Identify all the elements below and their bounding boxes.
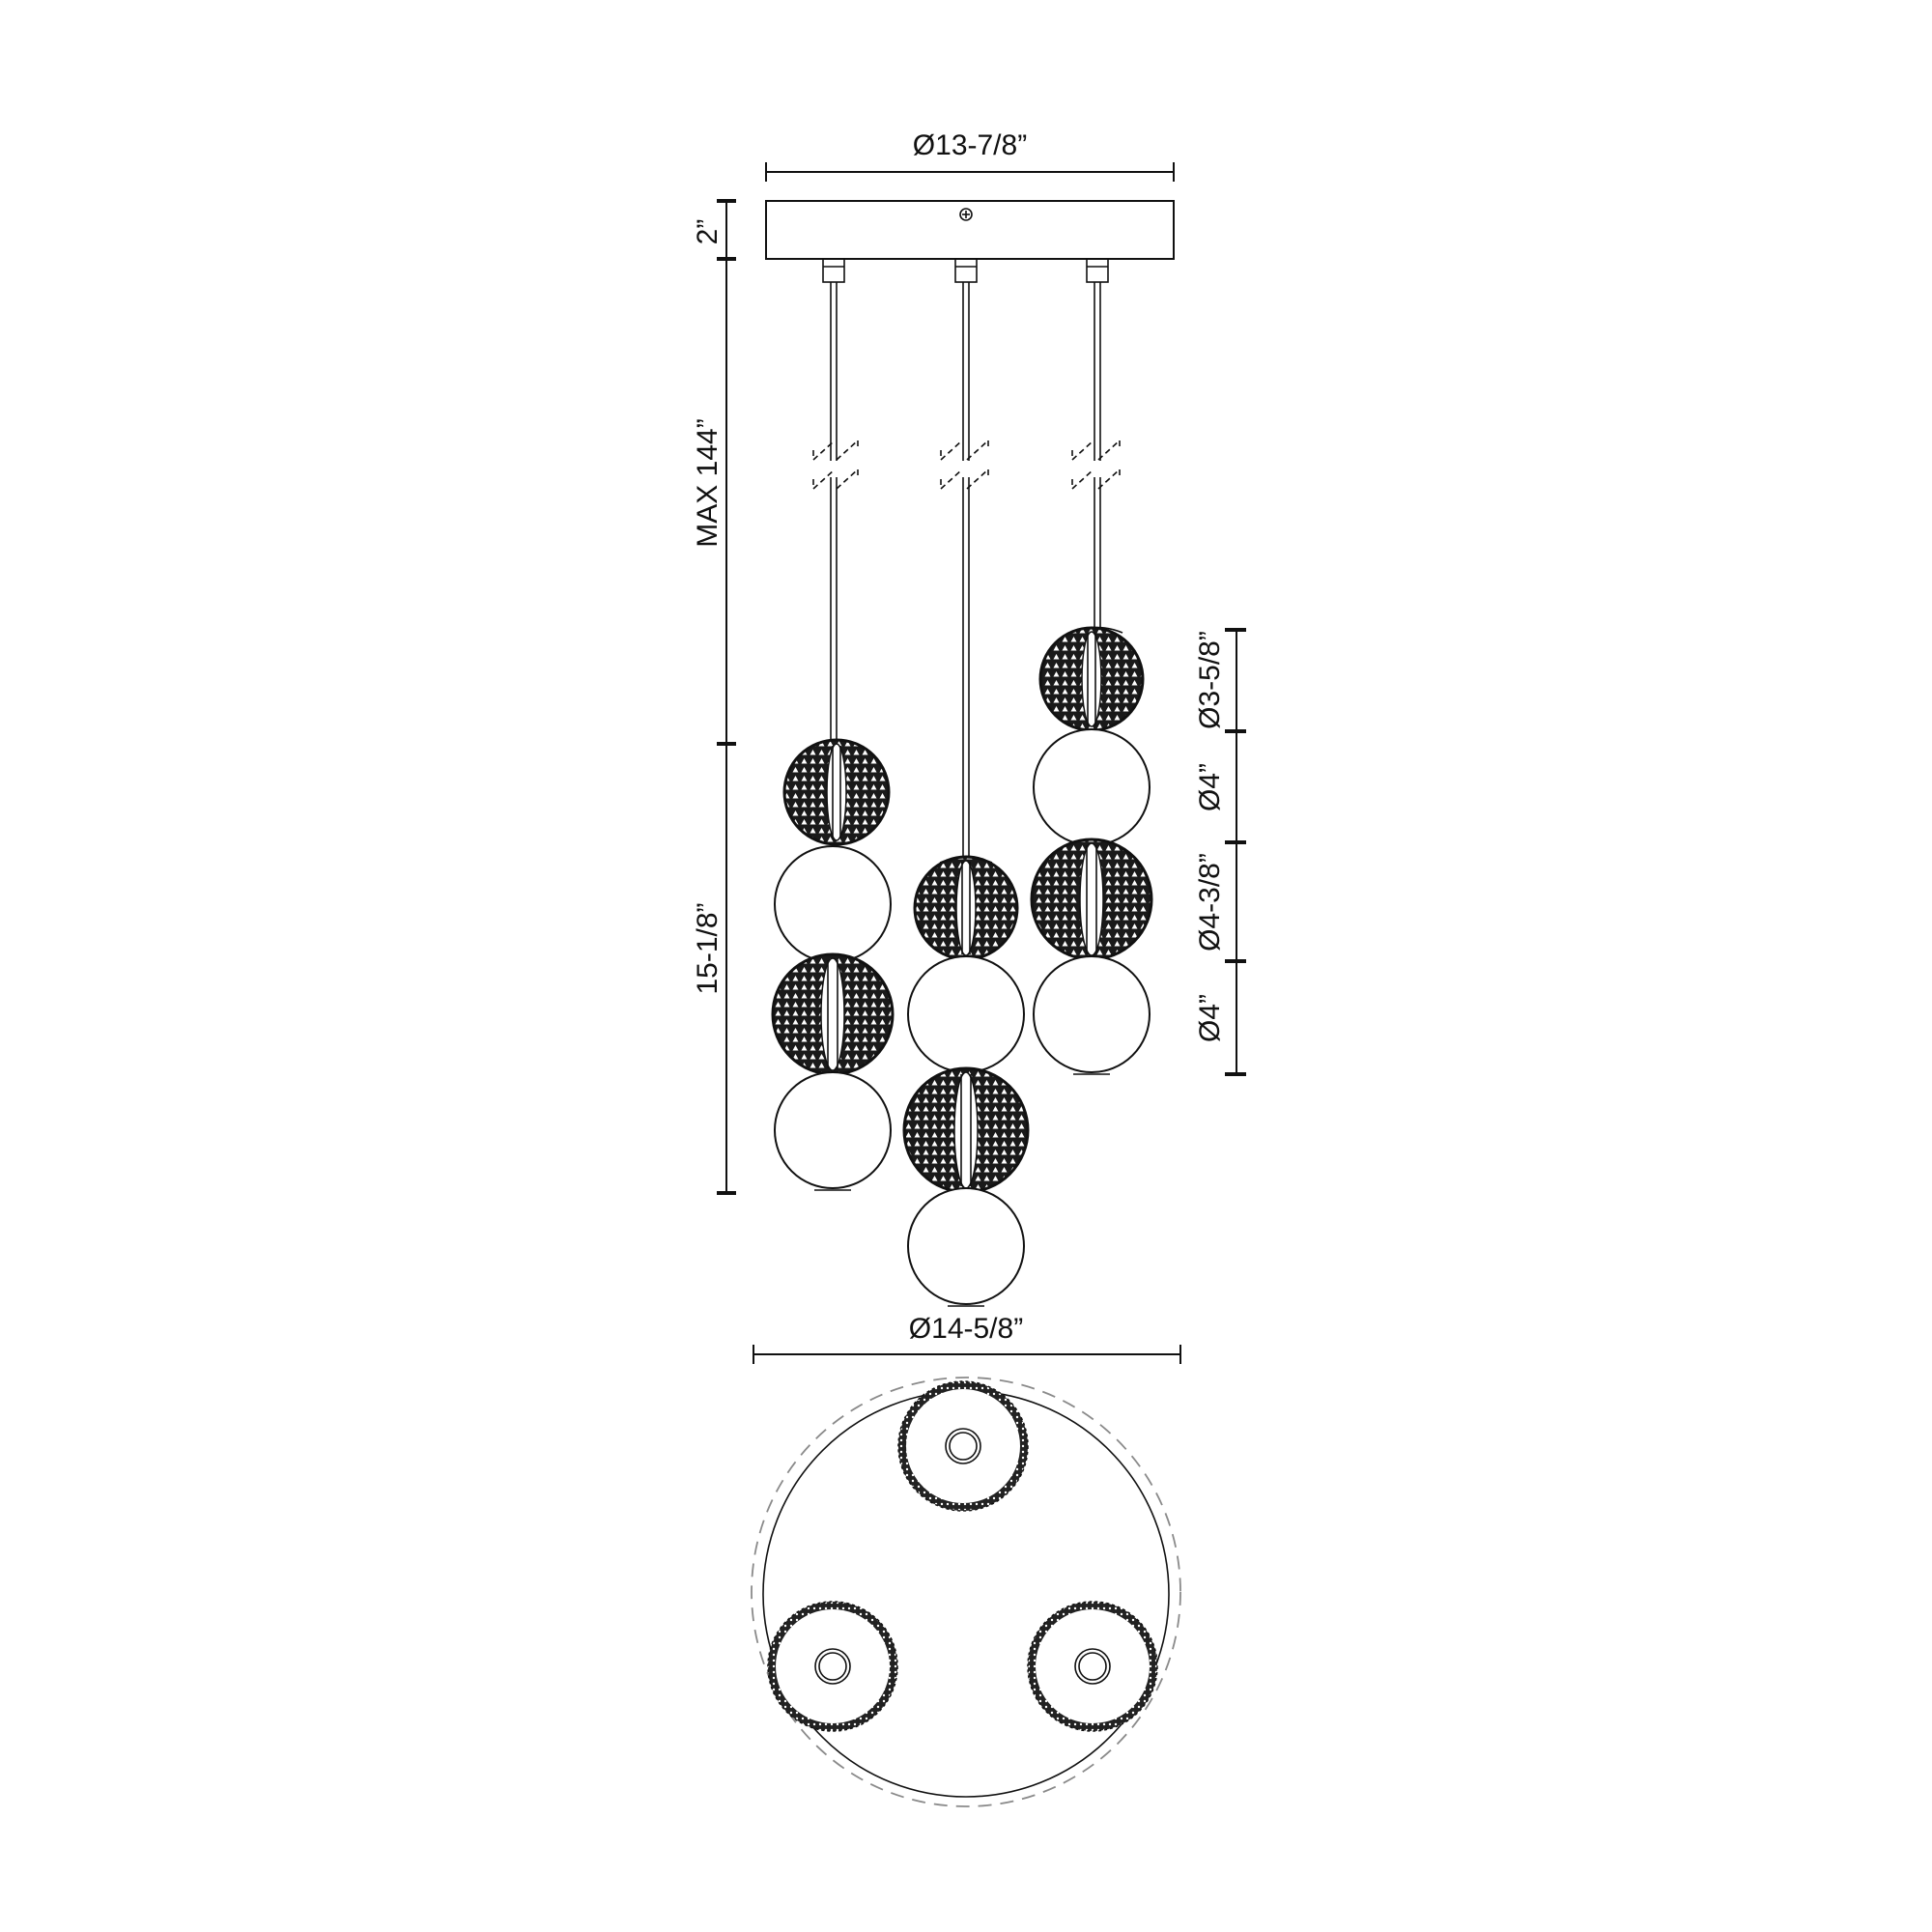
globe-1-diameter-label: Ø3-5/8” xyxy=(1194,631,1226,729)
cable-break-icon xyxy=(812,440,859,490)
cable-left xyxy=(812,282,859,744)
plain-globe xyxy=(1033,955,1151,1073)
overall-footprint-outline xyxy=(751,1377,1181,1807)
pendant-right xyxy=(1030,626,1153,1075)
plan-globe-bottom-left xyxy=(767,1601,898,1732)
canopy-screw-icon xyxy=(959,208,973,221)
max-cable-length-label: MAX 144” xyxy=(692,418,724,547)
canopy-height-label: 2” xyxy=(692,219,724,245)
canopy-diameter-label: Ø13-7/8” xyxy=(913,129,1027,161)
cable-right xyxy=(1071,282,1121,628)
cable-connector-center xyxy=(954,258,978,283)
globe-3-diameter-label: Ø4-3/8” xyxy=(1194,853,1226,952)
pendant-left xyxy=(771,738,895,1191)
overall-diameter-label: Ø14-5/8” xyxy=(909,1313,1023,1345)
plan-view xyxy=(751,1377,1181,1807)
plain-globe xyxy=(907,955,1025,1073)
cable-break-icon xyxy=(940,440,989,490)
globe-diameter-dimensions: Ø3-5/8” Ø4” Ø4-3/8” Ø4” xyxy=(1194,628,1246,1076)
plain-globe xyxy=(774,845,892,963)
canopy xyxy=(765,200,1175,283)
mesh-globe xyxy=(782,738,891,846)
plain-globe xyxy=(907,1187,1025,1305)
pendant-center xyxy=(902,855,1030,1307)
mesh-globe xyxy=(913,855,1019,961)
cable-break-icon xyxy=(1071,440,1121,490)
canopy-diameter-dimension: Ø13-7/8” xyxy=(765,129,1175,182)
globe-2-diameter-label: Ø4” xyxy=(1194,763,1226,811)
mesh-globe xyxy=(1030,838,1153,961)
cable-center xyxy=(940,282,989,858)
cable-connector-left xyxy=(822,258,845,283)
globe-4-diameter-label: Ø4” xyxy=(1194,994,1226,1042)
mesh-globe xyxy=(902,1066,1030,1194)
plain-globe xyxy=(774,1071,892,1189)
fixture-height-label: 15-1/8” xyxy=(692,902,724,994)
cable-connector-right xyxy=(1086,258,1109,283)
mesh-globe xyxy=(1038,626,1145,732)
left-height-dimensions: 2” MAX 144” 15-1/8” xyxy=(692,199,736,1195)
mesh-globe xyxy=(771,952,895,1076)
overall-diameter-dimension: Ø14-5/8” xyxy=(753,1313,1181,1364)
plan-globe-bottom-right xyxy=(1027,1601,1158,1732)
plan-globe-top xyxy=(897,1380,1029,1512)
plain-globe xyxy=(1033,728,1151,846)
